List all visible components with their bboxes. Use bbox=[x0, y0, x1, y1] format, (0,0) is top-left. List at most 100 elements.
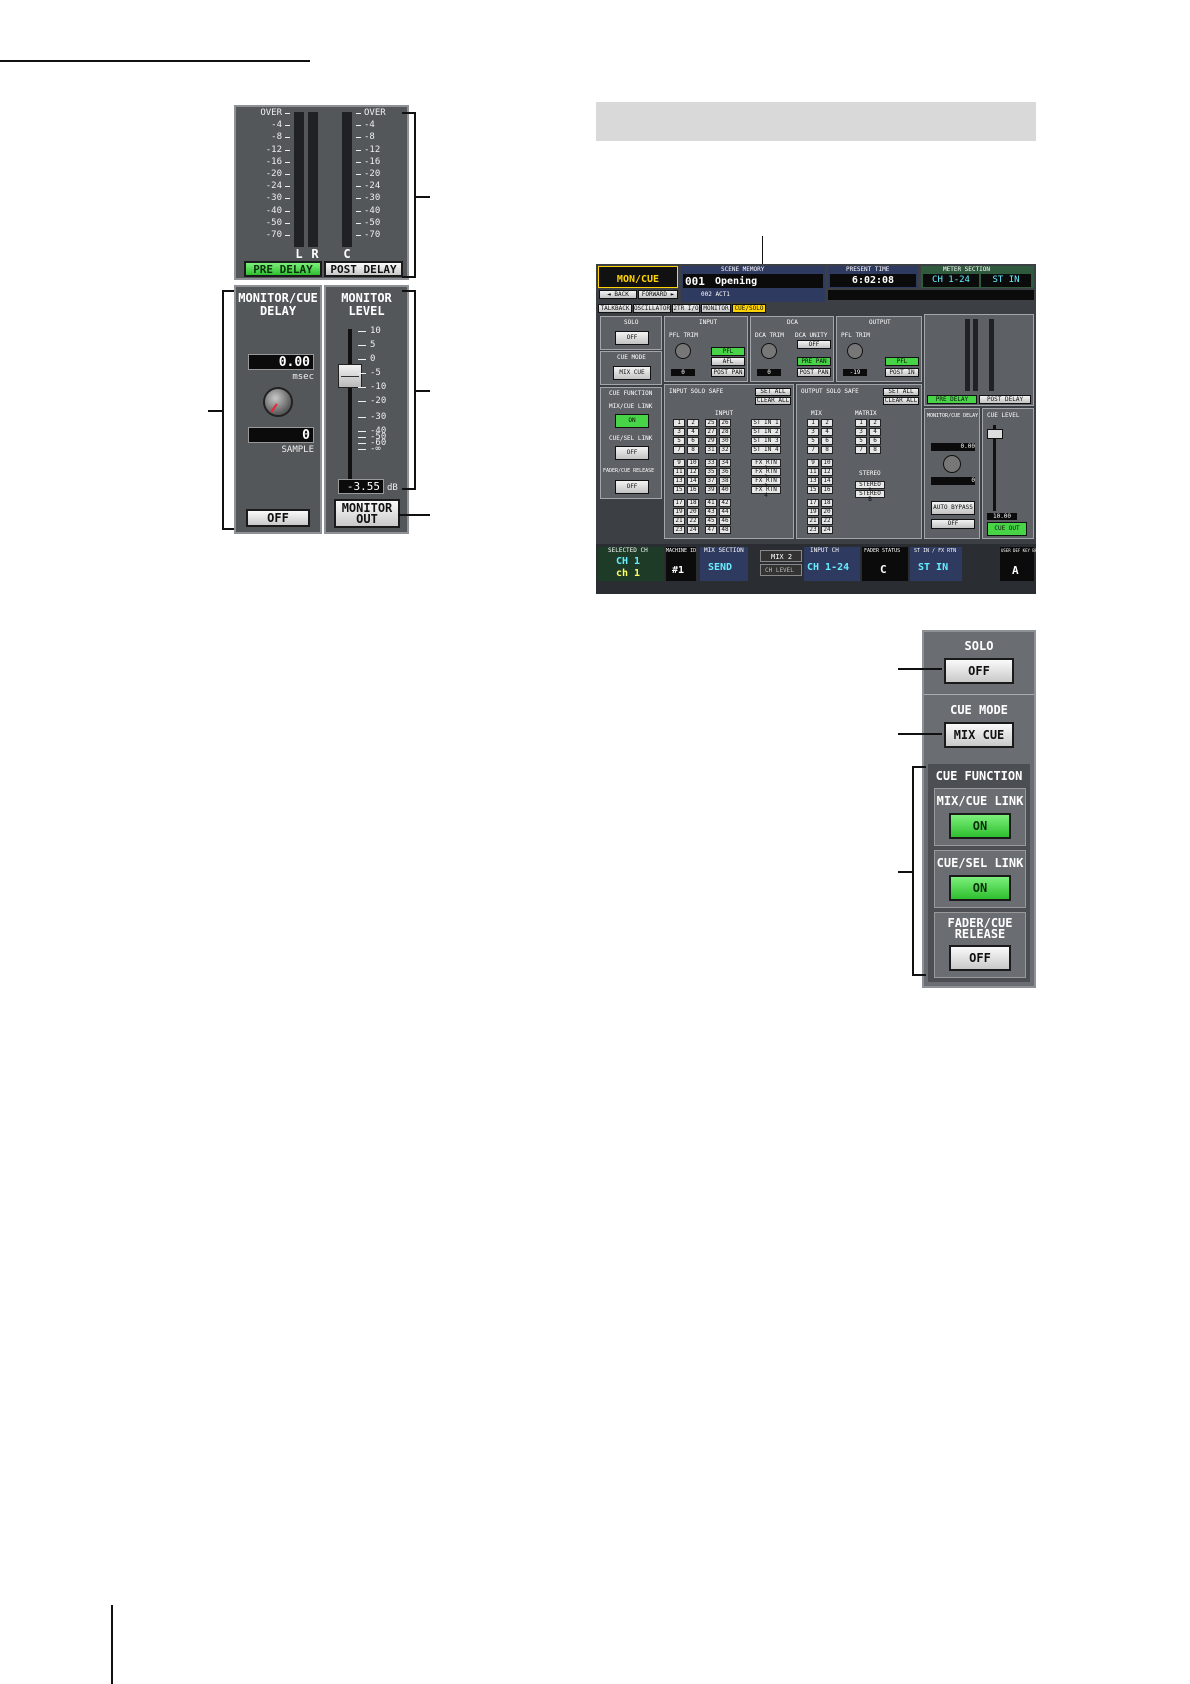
fx-rtn-safe-cell[interactable]: FX RTN 2 bbox=[751, 468, 781, 481]
st-in-value[interactable]: ST IN bbox=[918, 562, 949, 573]
screen-cue-mode-button[interactable]: MIX CUE bbox=[613, 366, 651, 380]
input-safe-cell[interactable]: 30 bbox=[719, 437, 731, 445]
dca-unity-off-button[interactable]: OFF bbox=[797, 340, 831, 349]
mix-safe-cell[interactable]: 18 bbox=[821, 499, 833, 507]
input-safe-cell[interactable]: 1 bbox=[673, 419, 685, 427]
back-button[interactable]: ◄ BACK bbox=[599, 290, 637, 299]
input-safe-cell[interactable]: 25 bbox=[705, 419, 717, 427]
mix-section[interactable]: SEND bbox=[708, 562, 733, 573]
input-safe-cell[interactable]: 46 bbox=[719, 517, 731, 525]
mix-safe-cell[interactable]: 5 bbox=[807, 437, 819, 445]
input-safe-cell[interactable]: 24 bbox=[687, 526, 699, 534]
matrix-safe-cell[interactable]: 4 bbox=[869, 428, 881, 436]
input-safe-cell[interactable]: 36 bbox=[719, 468, 731, 476]
meter-section-b[interactable]: ST IN bbox=[981, 274, 1031, 287]
zoom-mix-cue-link-button[interactable]: ON bbox=[949, 813, 1011, 839]
input-safe-cell[interactable]: 45 bbox=[705, 517, 717, 525]
mix-safe-cell[interactable]: 17 bbox=[807, 499, 819, 507]
input-safe-cell[interactable]: 5 bbox=[673, 437, 685, 445]
input-safe-cell[interactable]: 2 bbox=[687, 419, 699, 427]
input-safe-cell[interactable]: 9 bbox=[673, 459, 685, 467]
input-safe-cell[interactable]: 29 bbox=[705, 437, 717, 445]
mix-safe-cell[interactable]: 11 bbox=[807, 468, 819, 476]
screen-tab[interactable]: TALKBACK bbox=[598, 304, 632, 313]
input-safe-cell[interactable]: 44 bbox=[719, 508, 731, 516]
input-safe-cell[interactable]: 32 bbox=[719, 446, 731, 454]
input-safe-cell[interactable]: 43 bbox=[705, 508, 717, 516]
screen-pre-delay-button[interactable]: PRE DELAY bbox=[927, 395, 977, 404]
output-post-in-button[interactable]: POST IN bbox=[885, 368, 919, 377]
input-safe-cell[interactable]: 14 bbox=[687, 477, 699, 485]
input-safe-cell[interactable]: 4 bbox=[687, 428, 699, 436]
input-trim-knob[interactable] bbox=[675, 343, 691, 359]
post-delay-button[interactable]: POST DELAY bbox=[324, 261, 403, 277]
matrix-safe-cell[interactable]: 5 bbox=[855, 437, 867, 445]
dca-trim-knob[interactable] bbox=[761, 343, 777, 359]
st-in-safe-cell[interactable]: ST IN 4 bbox=[751, 446, 781, 454]
mix-safe-cell[interactable]: 19 bbox=[807, 508, 819, 516]
mix-safe-cell[interactable]: 15 bbox=[807, 486, 819, 494]
input-safe-cell[interactable]: 47 bbox=[705, 526, 717, 534]
input-safe-cell[interactable]: 12 bbox=[687, 468, 699, 476]
mix-safe-cell[interactable]: 12 bbox=[821, 468, 833, 476]
zoom-cue-mode-button[interactable]: MIX CUE bbox=[944, 722, 1014, 748]
st-in-safe-cell[interactable]: ST IN 1 bbox=[751, 419, 781, 427]
input-afl-button[interactable]: AFL bbox=[711, 357, 745, 366]
input-safe-cell[interactable]: 3 bbox=[673, 428, 685, 436]
input-safe-cell[interactable]: 37 bbox=[705, 477, 717, 485]
st-in-safe-cell[interactable]: ST IN 3 bbox=[751, 437, 781, 445]
monitor-out-button[interactable]: MONITOR OUT bbox=[334, 499, 400, 528]
output-pfl-button[interactable]: PFL bbox=[885, 357, 919, 366]
input-post-pan-button[interactable]: POST PAN bbox=[711, 368, 745, 377]
matrix-safe-cell[interactable]: 1 bbox=[855, 419, 867, 427]
input-safe-cell[interactable]: 22 bbox=[687, 517, 699, 525]
mix-safe-cell[interactable]: 9 bbox=[807, 459, 819, 467]
mix-safe-cell[interactable]: 1 bbox=[807, 419, 819, 427]
screen-post-delay-button[interactable]: POST DELAY bbox=[979, 395, 1031, 404]
input-safe-cell[interactable]: 18 bbox=[687, 499, 699, 507]
dca-post-pan-button[interactable]: POST PAN bbox=[797, 368, 831, 377]
mix-safe-cell[interactable]: 21 bbox=[807, 517, 819, 525]
screen-fader-release-button[interactable]: OFF bbox=[615, 480, 649, 494]
delay-knob[interactable] bbox=[263, 387, 293, 417]
dca-pre-pan-button[interactable]: PRE PAN bbox=[797, 357, 831, 366]
mix-safe-cell[interactable]: 24 bbox=[821, 526, 833, 534]
zoom-solo-button[interactable]: OFF bbox=[944, 658, 1014, 684]
fx-rtn-safe-cell[interactable]: FX RTN 3 bbox=[751, 477, 781, 490]
input-safe-cell[interactable]: 34 bbox=[719, 459, 731, 467]
zoom-fader-release-button[interactable]: OFF bbox=[949, 945, 1011, 971]
input-pfl-button[interactable]: PFL bbox=[711, 347, 745, 356]
screen-tab[interactable]: 2TR I/O bbox=[672, 304, 700, 313]
screen-tab[interactable]: CUE/SOLO bbox=[732, 304, 766, 313]
input-safe-cell[interactable]: 41 bbox=[705, 499, 717, 507]
input-safe-cell[interactable]: 48 bbox=[719, 526, 731, 534]
mix-safe-cell[interactable]: 8 bbox=[821, 446, 833, 454]
mix-safe-cell[interactable]: 20 bbox=[821, 508, 833, 516]
cue-out-button[interactable]: CUE OUT bbox=[987, 522, 1027, 536]
input-safe-cell[interactable]: 33 bbox=[705, 459, 717, 467]
stereo-safe-cell[interactable]: STEREO A bbox=[855, 481, 885, 494]
input-safe-cell[interactable]: 35 bbox=[705, 468, 717, 476]
mix-safe-cell[interactable]: 10 bbox=[821, 459, 833, 467]
mix-safe-cell[interactable]: 6 bbox=[821, 437, 833, 445]
input-safe-cell[interactable]: 40 bbox=[719, 486, 731, 494]
matrix-safe-cell[interactable]: 3 bbox=[855, 428, 867, 436]
screen-delay-knob[interactable] bbox=[943, 455, 961, 473]
input-safe-cell[interactable]: 42 bbox=[719, 499, 731, 507]
screen-tab[interactable]: OSCILLATOR bbox=[633, 304, 671, 313]
zoom-cue-sel-link-button[interactable]: ON bbox=[949, 875, 1011, 901]
fx-rtn-safe-cell[interactable]: FX RTN 4 bbox=[751, 486, 781, 499]
screen-solo-button[interactable]: OFF bbox=[615, 331, 649, 345]
mix-safe-cell[interactable]: 7 bbox=[807, 446, 819, 454]
output-trim-knob[interactable] bbox=[847, 343, 863, 359]
screen-cue-sel-link-button[interactable]: OFF bbox=[615, 446, 649, 460]
input-safe-cell[interactable]: 26 bbox=[719, 419, 731, 427]
mix-safe-cell[interactable]: 16 bbox=[821, 486, 833, 494]
matrix-safe-cell[interactable]: 6 bbox=[869, 437, 881, 445]
screen-tab[interactable]: MONITOR bbox=[701, 304, 731, 313]
input-safe-cell[interactable]: 6 bbox=[687, 437, 699, 445]
st-in-safe-cell[interactable]: ST IN 2 bbox=[751, 428, 781, 436]
input-set-all-button[interactable]: SET ALL bbox=[755, 388, 791, 396]
stereo-safe-cell[interactable]: STEREO B bbox=[855, 490, 885, 503]
input-safe-cell[interactable]: 31 bbox=[705, 446, 717, 454]
